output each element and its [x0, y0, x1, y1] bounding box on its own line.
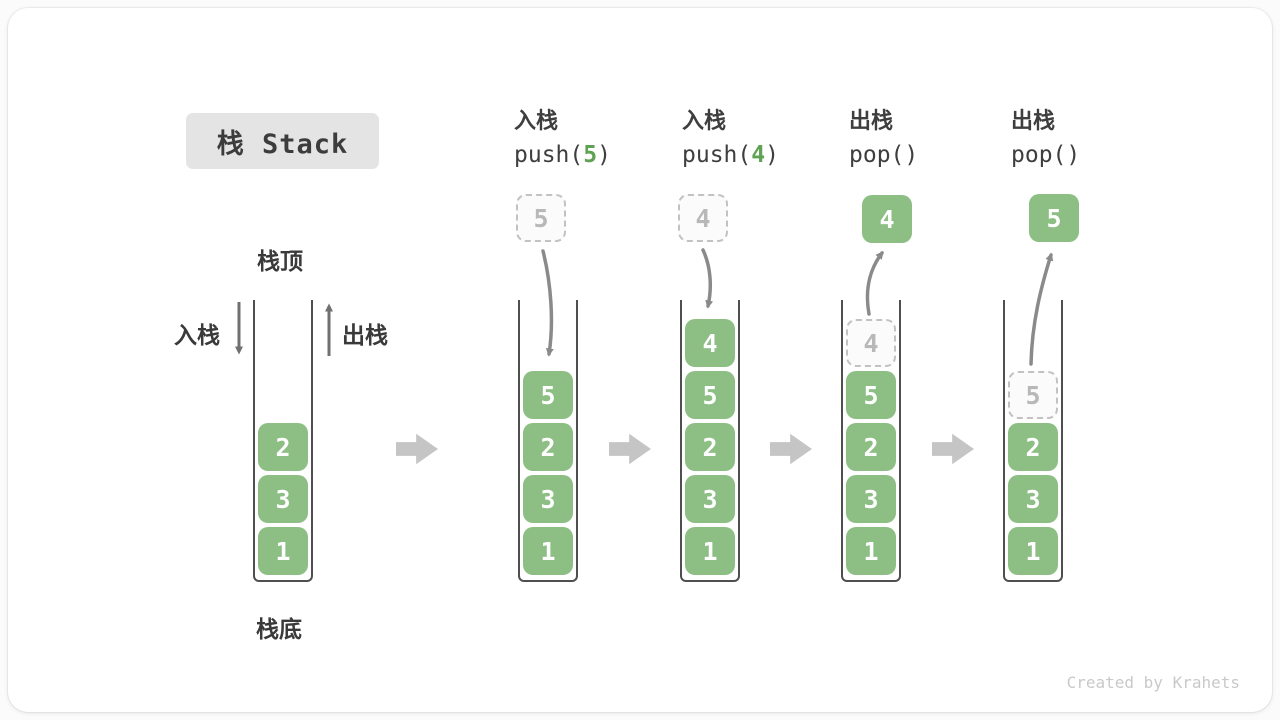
stack-element: 3	[1008, 475, 1058, 523]
stack-element: 2	[523, 423, 573, 471]
op-code-arg: 5	[583, 142, 598, 168]
op-code: push(5)	[514, 142, 684, 168]
op-label: 入栈	[682, 108, 727, 133]
stack-element: 5	[523, 371, 573, 419]
stack-element: 3	[685, 475, 735, 523]
stack-element: 1	[1008, 527, 1058, 575]
stack-element: 2	[846, 423, 896, 471]
op-header-push4: 入栈 push(4)	[682, 108, 852, 168]
op-code-pre: push(	[682, 142, 752, 168]
watermark: Created by Krahets	[1066, 673, 1240, 692]
stack-element: 3	[258, 475, 308, 523]
stack-element: 1	[846, 527, 896, 575]
op-header-push5: 入栈 push(5)	[514, 108, 684, 168]
stack-bottom-label: 栈底	[256, 616, 302, 642]
stack-element: 1	[523, 527, 573, 575]
title-badge-label: 栈 Stack	[216, 128, 349, 160]
incoming-element-ghost: 5	[516, 194, 566, 242]
popped-element: 5	[1029, 194, 1079, 242]
stack-element: 3	[523, 475, 573, 523]
stack-element: 3	[846, 475, 896, 523]
incoming-element-ghost: 4	[678, 194, 728, 242]
op-header-pop2: 出栈 pop()	[1011, 108, 1181, 168]
stack-element: 5	[685, 371, 735, 419]
stack-element: 2	[258, 423, 308, 471]
stack-container-pop2	[1003, 300, 1063, 582]
op-label: 出栈	[849, 108, 894, 133]
stack-container-push5	[518, 300, 578, 582]
push-side-label: 入栈	[174, 322, 220, 348]
stack-element: 1	[258, 527, 308, 575]
op-code: pop()	[849, 142, 1019, 168]
op-code: pop()	[1011, 142, 1181, 168]
stack-element: 1	[685, 527, 735, 575]
removed-element-ghost: 5	[1008, 371, 1058, 419]
stack-container-initial	[253, 300, 313, 582]
removed-element-ghost: 4	[846, 319, 896, 367]
pop-side-label: 出栈	[342, 322, 388, 348]
stack-element: 2	[685, 423, 735, 471]
op-code-post: )	[1066, 142, 1081, 168]
stack-element: 4	[685, 319, 735, 367]
title-badge: 栈 Stack	[186, 113, 379, 169]
op-code: push(4)	[682, 142, 852, 168]
op-code-post: )	[597, 142, 611, 168]
op-header-pop1: 出栈 pop()	[849, 108, 1019, 168]
op-code-pre: pop(	[1011, 142, 1067, 168]
op-code-arg: 4	[751, 142, 766, 168]
op-code-post: )	[904, 142, 919, 168]
op-code-pre: push(	[514, 142, 584, 168]
stack-container-pop1	[841, 300, 901, 582]
popped-element: 4	[862, 195, 912, 243]
op-code-post: )	[765, 142, 779, 168]
stack-element: 5	[846, 371, 896, 419]
stack-element: 2	[1008, 423, 1058, 471]
op-label: 出栈	[1011, 108, 1056, 133]
op-code-pre: pop(	[849, 142, 905, 168]
stack-container-push4	[680, 300, 740, 582]
stack-top-label: 栈顶	[257, 248, 303, 274]
op-label: 入栈	[514, 108, 559, 133]
